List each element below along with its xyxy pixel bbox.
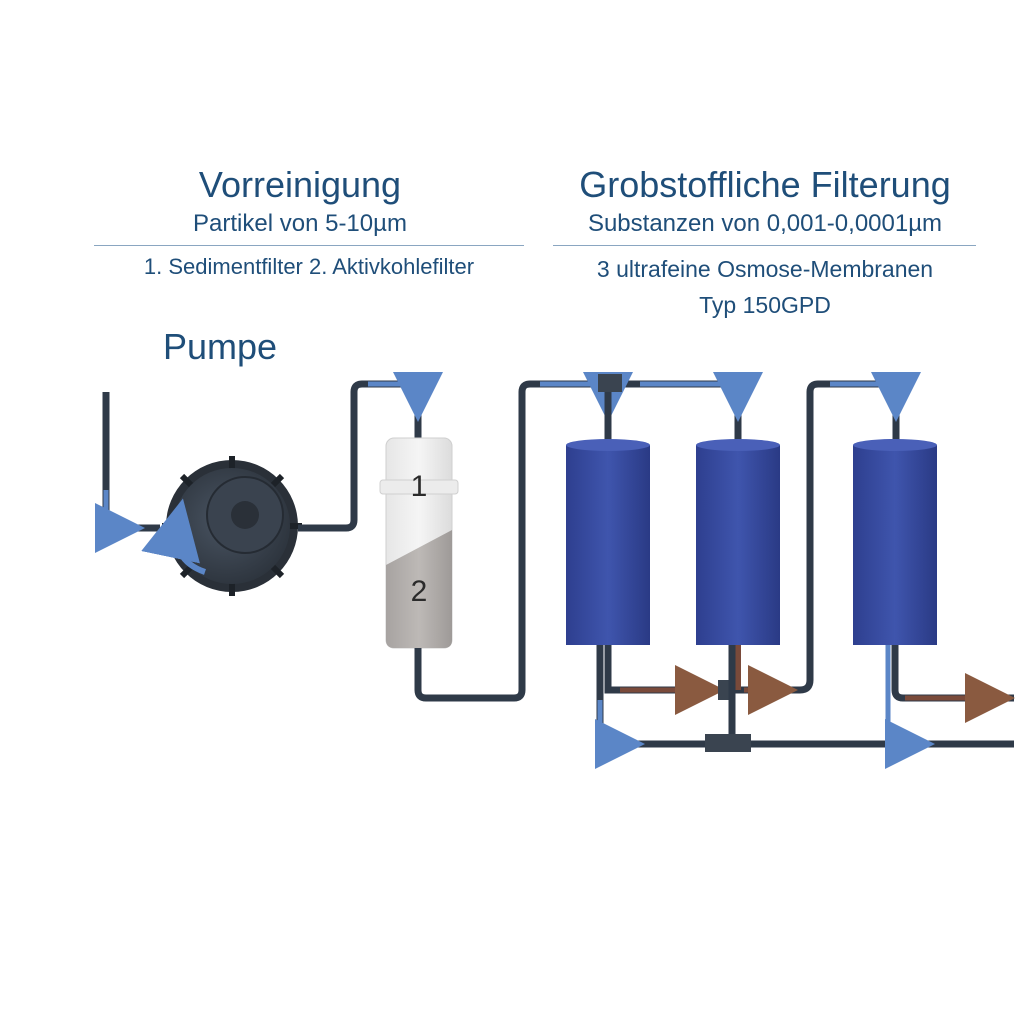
prefilter-to-membranes-pipe: [414, 372, 763, 702]
osmosis-membrane-3: [853, 439, 937, 645]
coarse-filtering-description-line2: Typ 150GPD: [699, 292, 831, 318]
pump-to-prefilter-pipe: [298, 372, 443, 532]
pretreatment-divider: [94, 245, 524, 246]
coarse-filtering-divider: [553, 245, 976, 246]
coarse-filtering-title: Grobstoffliche Filterung: [579, 164, 951, 205]
osmosis-membrane-2: [696, 439, 780, 645]
permeate-outlet-pipes: [595, 645, 1014, 769]
inlet-pipe: [95, 392, 160, 553]
pump-rotation-arrow-icon: [141, 498, 207, 575]
osmosis-membrane-1: [566, 439, 650, 645]
prefilter-stage-1-label: 1: [411, 470, 428, 503]
prefilter-housing: 1 2: [379, 437, 459, 649]
pump-label: Pumpe: [162, 326, 278, 367]
pretreatment-description: 1. Sedimentfilter 2. Aktivkohlefilter: [143, 254, 475, 279]
coarse-filtering-description-line1: 3 ultrafeine Osmose-Membranen: [596, 256, 934, 282]
pretreatment-subtitle: Partikel von 5-10µm: [193, 210, 407, 237]
coarse-filtering-subtitle: Substanzen von 0,001-0,0001µm: [587, 210, 943, 237]
pump: [141, 456, 302, 596]
pretreatment-title: Vorreinigung: [198, 164, 402, 205]
brine-outlet-pipes: [604, 645, 1015, 723]
prefilter-stage-2-label: 2: [411, 575, 428, 608]
third-membrane-feed-pipe: [738, 372, 921, 694]
